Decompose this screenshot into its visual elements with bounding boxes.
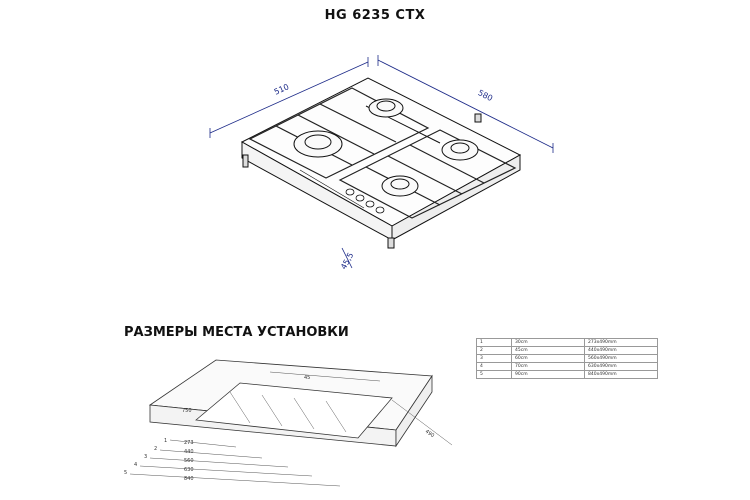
row-value-3: 560	[184, 458, 194, 464]
row-index-1: 1	[164, 438, 167, 444]
dim-height-label: 45,5	[339, 251, 355, 271]
row-index-5: 5	[124, 470, 127, 476]
row-index-2: 2	[154, 446, 157, 452]
cutout-side-label: 750	[182, 408, 192, 414]
table-cell-width: 45cm	[511, 346, 585, 355]
table-row: 1 30cm 273x490mm	[476, 338, 658, 347]
row-value-4: 630	[184, 467, 194, 473]
table-row: 2 45cm 440x490mm	[476, 346, 658, 355]
row-index-3: 3	[144, 454, 147, 460]
cutout-size-table: 1 30cm 273x490mm 2 45cm 440x490mm 3 60cm…	[476, 338, 658, 379]
control-knobs	[345, 188, 385, 214]
knob-icon	[355, 194, 365, 202]
product-title: HG 6235 CTX	[324, 8, 426, 23]
knob-icon	[365, 200, 375, 208]
hob-body	[240, 77, 522, 241]
row-value-2: 440	[184, 449, 194, 455]
table-cell-index: 5	[476, 370, 512, 379]
table-cell-width: 90cm	[511, 370, 585, 379]
section-title: РАЗМЕРЫ МЕСТА УСТАНОВКИ	[124, 325, 349, 340]
dim-depth-label: 580	[476, 88, 494, 103]
table-cell-index: 2	[476, 346, 512, 355]
table-row: 4 70cm 630x490mm	[476, 362, 658, 371]
knob-icon	[375, 206, 385, 214]
table-cell-width: 60cm	[511, 354, 585, 363]
table-row: 3 60cm 560x490mm	[476, 354, 658, 363]
table-cell-width: 30cm	[511, 338, 585, 347]
cutout-top-label: 45	[304, 375, 310, 381]
table-cell-cutout: 560x490mm	[584, 354, 658, 363]
table-cell-index: 1	[476, 338, 512, 347]
table-cell-cutout: 840x490mm	[584, 370, 658, 379]
cutout-row-labels: 1 273 2 440 3 560 4 630 5 840	[124, 438, 194, 482]
dim-width-label: 510	[273, 82, 291, 96]
cutout-drawing	[148, 359, 433, 448]
cutout-depth-label: 490	[424, 429, 435, 439]
row-value-5: 840	[184, 476, 194, 482]
row-index-4: 4	[134, 462, 137, 468]
table-cell-index: 3	[476, 354, 512, 363]
table-cell-cutout: 630x490mm	[584, 362, 658, 371]
table-row: 5 90cm 840x490mm	[476, 370, 658, 379]
table-cell-width: 70cm	[511, 362, 585, 371]
pan-supports	[248, 87, 517, 219]
row-value-1: 273	[184, 440, 194, 446]
table-cell-cutout: 273x490mm	[584, 338, 658, 347]
knob-icon	[345, 188, 355, 196]
burners	[293, 98, 479, 197]
table-cell-cutout: 440x490mm	[584, 346, 658, 355]
table-cell-index: 4	[476, 362, 512, 371]
